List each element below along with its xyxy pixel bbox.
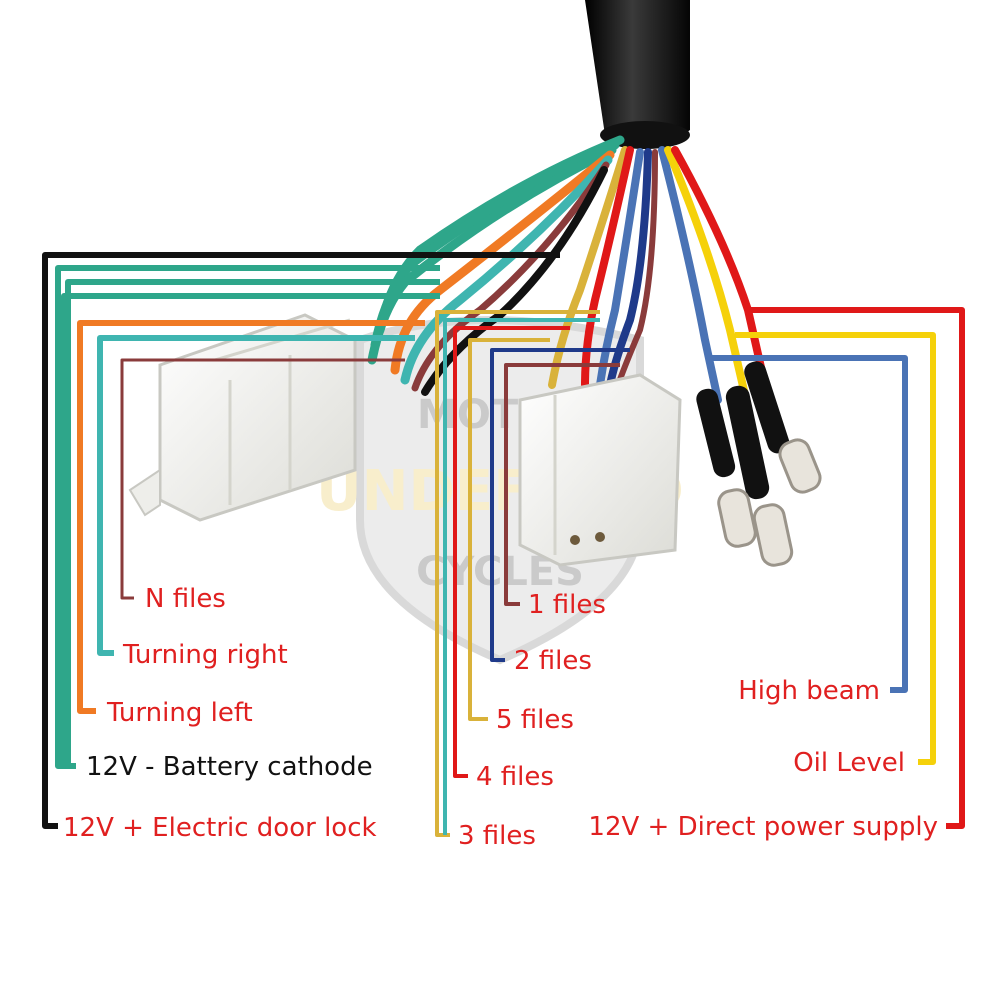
labels: N files Turning right Turning left 12V -… (63, 584, 938, 851)
label-door-lock: 12V + Electric door lock (63, 813, 377, 843)
bullet-terminals (696, 361, 822, 567)
label-2-files: 2 files (514, 646, 592, 676)
bullet-wires (658, 146, 769, 404)
left-connector (128, 313, 357, 522)
leader-door-lock (42, 252, 560, 829)
leader-4-files (453, 326, 570, 778)
label-turning-right: Turning right (122, 640, 288, 670)
label-battery-cathode: 12V - Battery cathode (86, 752, 373, 782)
leader-1-files (504, 363, 620, 606)
leader-teal-3 (61, 293, 440, 766)
label-n-files: N files (145, 584, 226, 614)
label-3-files: 3 files (458, 821, 536, 851)
leader-oil-level (735, 332, 936, 765)
leader-n-files (120, 358, 405, 600)
leader-lines-right (710, 307, 965, 829)
leader-direct-power (750, 307, 965, 829)
leader-2-files (490, 348, 630, 662)
leader-turning-right (97, 335, 415, 656)
leader-teal-2 (65, 279, 440, 766)
label-4-files: 4 files (476, 762, 554, 792)
leader-lines-left (42, 252, 560, 829)
label-turning-left: Turning left (106, 698, 253, 728)
right-connector (518, 373, 682, 567)
leader-lines-middle (435, 310, 630, 837)
leader-high-beam (710, 355, 908, 693)
main-cable (585, 0, 690, 149)
label-high-beam: High beam (738, 676, 880, 706)
label-5-files: 5 files (496, 705, 574, 735)
leader-3-files-b (443, 318, 600, 835)
label-direct-power: 12V + Direct power supply (588, 812, 938, 842)
label-oil-level: Oil Level (793, 748, 905, 778)
leader-5-files (468, 338, 550, 721)
label-1-files: 1 files (528, 590, 606, 620)
leader-turning-left (77, 320, 425, 714)
